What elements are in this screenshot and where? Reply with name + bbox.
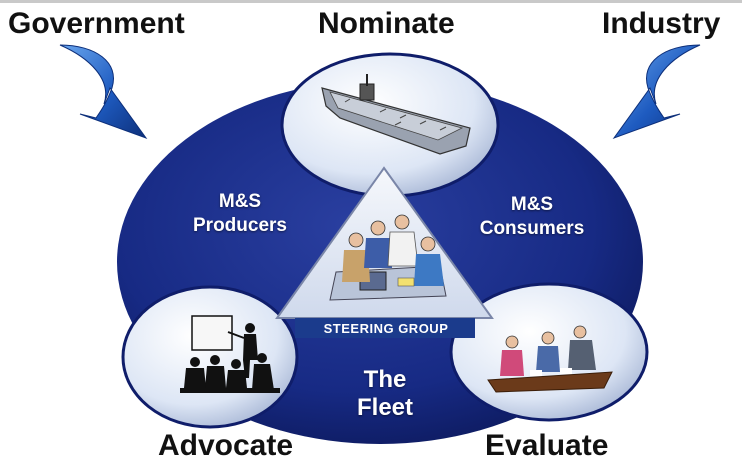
producers-line1: M&S [218, 191, 262, 212]
nominate-label: Nominate [318, 7, 455, 40]
industry-arrow-icon [612, 44, 701, 140]
consumers-line1: M&S [510, 194, 554, 215]
fleet-label: The Fleet [345, 366, 425, 421]
conference-table-icon [487, 325, 613, 393]
fleet-line2: Fleet [356, 393, 413, 421]
government-label: Government [8, 7, 185, 40]
steering-group-band [295, 318, 475, 338]
team-meeting-icon [329, 214, 447, 301]
evaluate-label: Evaluate [485, 429, 609, 462]
advocate-label: Advocate [158, 429, 294, 462]
advocate-bubble [121, 285, 299, 429]
consumers-line2: Consumers [479, 217, 585, 239]
government-arrow-icon [59, 44, 148, 140]
industry-label: Industry [602, 7, 721, 40]
steering-group-label: STEERING GROUP [323, 321, 449, 336]
top-border [0, 0, 742, 3]
producers-label: M&S Producers [175, 190, 305, 238]
fleet-line1: The [363, 366, 407, 393]
producers-line2: Producers [193, 214, 287, 236]
presentation-meeting-icon [180, 315, 280, 393]
consumers-label: M&S Consumers [462, 193, 602, 241]
aircraft-carrier-icon [321, 74, 471, 155]
